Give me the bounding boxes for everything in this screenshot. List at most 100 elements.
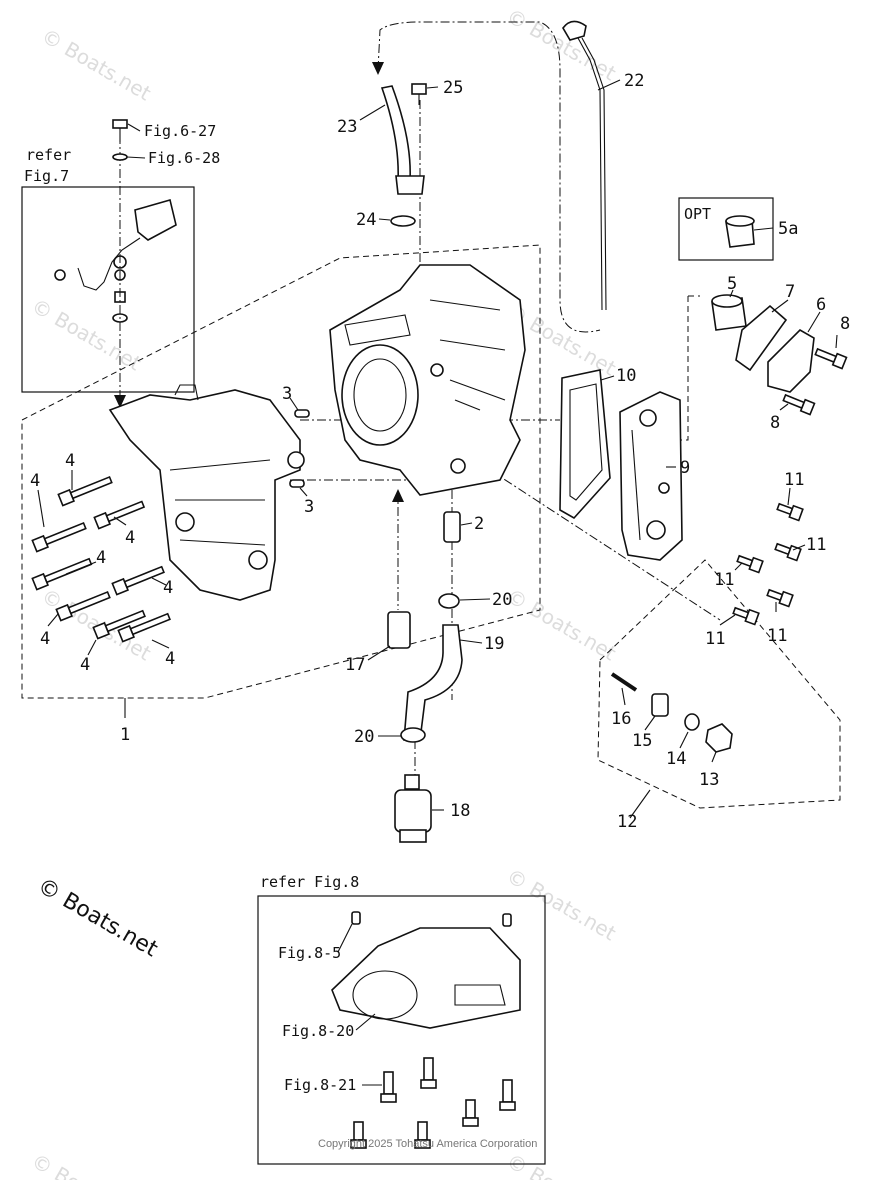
watermark-text: © Boats.net bbox=[38, 24, 156, 106]
callout-11: 11 bbox=[767, 626, 787, 646]
gasket bbox=[559, 369, 611, 520]
refer-fig7-box bbox=[21, 186, 195, 393]
dipstick bbox=[562, 20, 607, 311]
callout-13: 13 bbox=[699, 770, 719, 790]
exhaust-cover bbox=[619, 391, 683, 561]
plug bbox=[705, 723, 733, 753]
pin bbox=[610, 672, 638, 692]
sleeve bbox=[651, 693, 669, 717]
callout-4: 4 bbox=[165, 649, 175, 669]
callout-19: 19 bbox=[484, 634, 504, 654]
arrow-head bbox=[114, 395, 126, 408]
dowel-pin bbox=[294, 409, 310, 418]
callout-5a: 5a bbox=[778, 219, 798, 239]
callout-23: 23 bbox=[337, 117, 357, 137]
bracket-gasket bbox=[735, 304, 788, 372]
callout-11: 11 bbox=[714, 570, 734, 590]
callout-4: 4 bbox=[80, 655, 90, 675]
callout-20: 20 bbox=[492, 590, 512, 610]
watermark-text: © Boats.net bbox=[28, 1149, 146, 1180]
callout-4: 4 bbox=[65, 451, 75, 471]
leader-lines bbox=[37, 79, 838, 1086]
leader-line bbox=[629, 789, 651, 819]
callout-7: 7 bbox=[785, 282, 795, 302]
dowel-pin bbox=[289, 479, 305, 488]
bolt-head bbox=[411, 83, 427, 95]
callout-25: 25 bbox=[443, 78, 463, 98]
callout-6: 6 bbox=[816, 295, 826, 315]
arrow-head bbox=[392, 489, 404, 502]
o-ring bbox=[390, 215, 416, 227]
callout-3: 3 bbox=[282, 384, 292, 404]
callout-16: 16 bbox=[611, 709, 631, 729]
callout-4: 4 bbox=[96, 548, 106, 568]
cover-axis-line bbox=[489, 469, 721, 621]
callout-1: 1 bbox=[120, 725, 130, 745]
gasket-inner-edge bbox=[569, 383, 603, 501]
callout-2: 2 bbox=[474, 514, 484, 534]
figure-references: refer Fig.7 Fig.6-27 Fig.6-28 OPT refer … bbox=[24, 122, 711, 1094]
oil-filler-pipe bbox=[380, 85, 411, 183]
bolt-8 bbox=[814, 347, 848, 370]
callout-9: 9 bbox=[680, 458, 690, 478]
opt-box bbox=[678, 197, 774, 261]
dipstick-route-line bbox=[377, 21, 601, 333]
callout-4: 4 bbox=[40, 629, 50, 649]
fig7-label: Fig.7 bbox=[24, 167, 69, 185]
callout-15: 15 bbox=[632, 731, 652, 751]
fuel-filter bbox=[394, 774, 432, 843]
o-ring bbox=[684, 713, 700, 731]
bolts-4 bbox=[31, 475, 171, 643]
callout-24: 24 bbox=[356, 210, 376, 230]
callout-18: 18 bbox=[450, 801, 470, 821]
callout-8: 8 bbox=[840, 314, 850, 334]
oil-filler-pipe-flange bbox=[395, 175, 425, 195]
callout-17: 17 bbox=[345, 655, 365, 675]
bracket bbox=[767, 329, 815, 393]
callout-3: 3 bbox=[304, 497, 314, 517]
crankcase-right-half bbox=[329, 264, 526, 496]
callouts: 1 2 3 3 4 4 4 4 4 4 4 4 5 5a 6 7 8 8 9 1… bbox=[30, 71, 850, 832]
callout-5: 5 bbox=[727, 274, 737, 294]
washer bbox=[112, 153, 128, 161]
callout-11: 11 bbox=[806, 535, 826, 555]
grommet-top bbox=[711, 294, 743, 308]
screw-head bbox=[112, 119, 128, 129]
callout-8: 8 bbox=[770, 413, 780, 433]
crankcase-assembly-outline bbox=[21, 244, 541, 699]
hose-clamp bbox=[400, 727, 426, 743]
watermark-text: © Boats.net bbox=[503, 584, 621, 666]
callout-10: 10 bbox=[616, 366, 636, 386]
fig-8-21-label: Fig.8-21 bbox=[284, 1076, 356, 1094]
callout-4: 4 bbox=[30, 471, 40, 491]
watermark-text: © Boats.net bbox=[503, 864, 621, 946]
refer-label: refer bbox=[26, 146, 71, 164]
pipe bbox=[443, 511, 461, 543]
callout-4: 4 bbox=[163, 578, 173, 598]
arrow-head bbox=[372, 62, 384, 75]
dowel-axis-line bbox=[290, 419, 560, 481]
cover-subassembly-outline bbox=[597, 559, 841, 809]
fig-6-27-label: Fig.6-27 bbox=[144, 122, 216, 140]
refer-fig8-box bbox=[257, 895, 546, 1165]
hose-clamp bbox=[438, 593, 460, 609]
fig-6-28-label: Fig.6-28 bbox=[148, 149, 220, 167]
opt-label: OPT bbox=[684, 205, 711, 223]
crankcase-left-half bbox=[108, 384, 305, 601]
callout-11: 11 bbox=[784, 470, 804, 490]
refer-fig8-label: refer Fig.8 bbox=[260, 873, 359, 891]
callout-14: 14 bbox=[666, 749, 686, 769]
bolt-8 bbox=[782, 393, 816, 416]
callout-20: 20 bbox=[354, 727, 374, 747]
fig-8-20-label: Fig.8-20 bbox=[282, 1022, 354, 1040]
fig-8-5-label: Fig.8-5 bbox=[278, 944, 341, 962]
callout-22: 22 bbox=[624, 71, 644, 91]
callout-12: 12 bbox=[617, 812, 637, 832]
bolts-11 bbox=[732, 502, 804, 626]
copyright-notice: Copyright 2025 Tohatsu America Corporati… bbox=[318, 1138, 537, 1150]
boats-net-logo: © Boats.net bbox=[33, 874, 162, 963]
callout-11: 11 bbox=[705, 629, 725, 649]
watermark-text: © Boats.net bbox=[28, 294, 146, 376]
watermark-text: © Boats.net bbox=[503, 4, 621, 86]
